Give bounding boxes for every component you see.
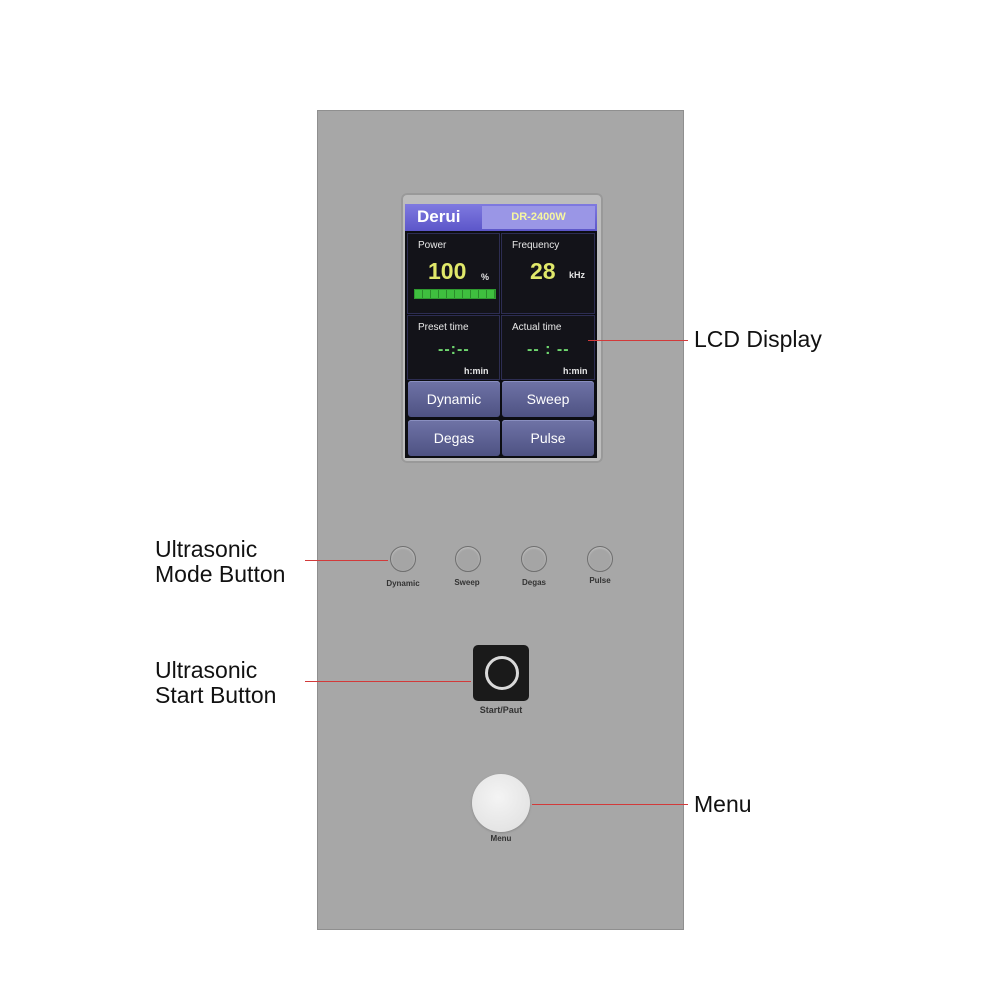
start-callout-line-2: Start Button (155, 682, 277, 708)
start-callout-line (305, 681, 471, 682)
menu-callout: Menu (694, 791, 752, 817)
preset-time-cell: Preset time --:-- h:min (407, 315, 500, 380)
lcd-callout-line (588, 340, 688, 341)
power-cell: Power 100 % (407, 233, 500, 314)
actual-time-value: -- : -- (527, 341, 570, 358)
actual-time-cell: Actual time -- : -- h:min (501, 315, 595, 380)
dynamic-button-label: Dynamic (386, 579, 420, 588)
frequency-unit: kHz (569, 270, 586, 280)
start-pause-label: Start/Paut (479, 705, 523, 715)
menu-button[interactable] (472, 774, 530, 832)
brand-label: Derui (417, 207, 461, 226)
frequency-label: Frequency (512, 240, 560, 251)
mode-callout-line (305, 560, 388, 561)
power-unit: % (481, 272, 490, 282)
frequency-value: 28 (530, 258, 556, 284)
lcd-header: Derui DR-2400W (405, 204, 597, 231)
start-button-callout: Ultrasonic Start Button (155, 658, 276, 708)
lcd-mode-degas[interactable]: Degas (408, 420, 500, 456)
degas-button[interactable] (521, 546, 547, 572)
actual-time-label: Actual time (512, 322, 562, 333)
power-label: Power (418, 240, 447, 251)
pulse-button[interactable] (587, 546, 613, 572)
degas-button-label: Degas (521, 578, 546, 587)
power-value: 100 (428, 258, 467, 284)
lcd-mode-pulse[interactable]: Pulse (502, 420, 594, 456)
menu-button-label: Menu (490, 834, 512, 843)
model-label: DR-2400W (482, 206, 595, 229)
dynamic-button[interactable] (390, 546, 416, 572)
frequency-cell: Frequency 28 kHz (501, 233, 595, 314)
power-bar (414, 289, 496, 299)
preset-time-value: --:-- (438, 341, 470, 358)
sweep-button[interactable] (455, 546, 481, 572)
mode-button-callout: Ultrasonic Mode Button (155, 537, 285, 587)
start-callout-line-1: Ultrasonic (155, 657, 258, 683)
lcd-mode-sweep[interactable]: Sweep (502, 381, 594, 417)
sweep-button-label: Sweep (454, 578, 480, 587)
power-ring-icon (485, 656, 519, 690)
lcd-mode-dynamic[interactable]: Dynamic (408, 381, 500, 417)
actual-time-unit: h:min (563, 366, 588, 376)
preset-time-label: Preset time (418, 322, 469, 333)
mode-callout-line-2: Mode Button (155, 561, 286, 587)
mode-callout-line-1: Ultrasonic (155, 536, 258, 562)
pulse-button-label: Pulse (589, 576, 611, 585)
menu-callout-line (532, 804, 688, 805)
lcd-display-callout: LCD Display (694, 326, 822, 352)
preset-time-unit: h:min (464, 366, 489, 376)
lcd-screen: Derui DR-2400W Power 100 % Frequency 28 … (405, 204, 597, 458)
